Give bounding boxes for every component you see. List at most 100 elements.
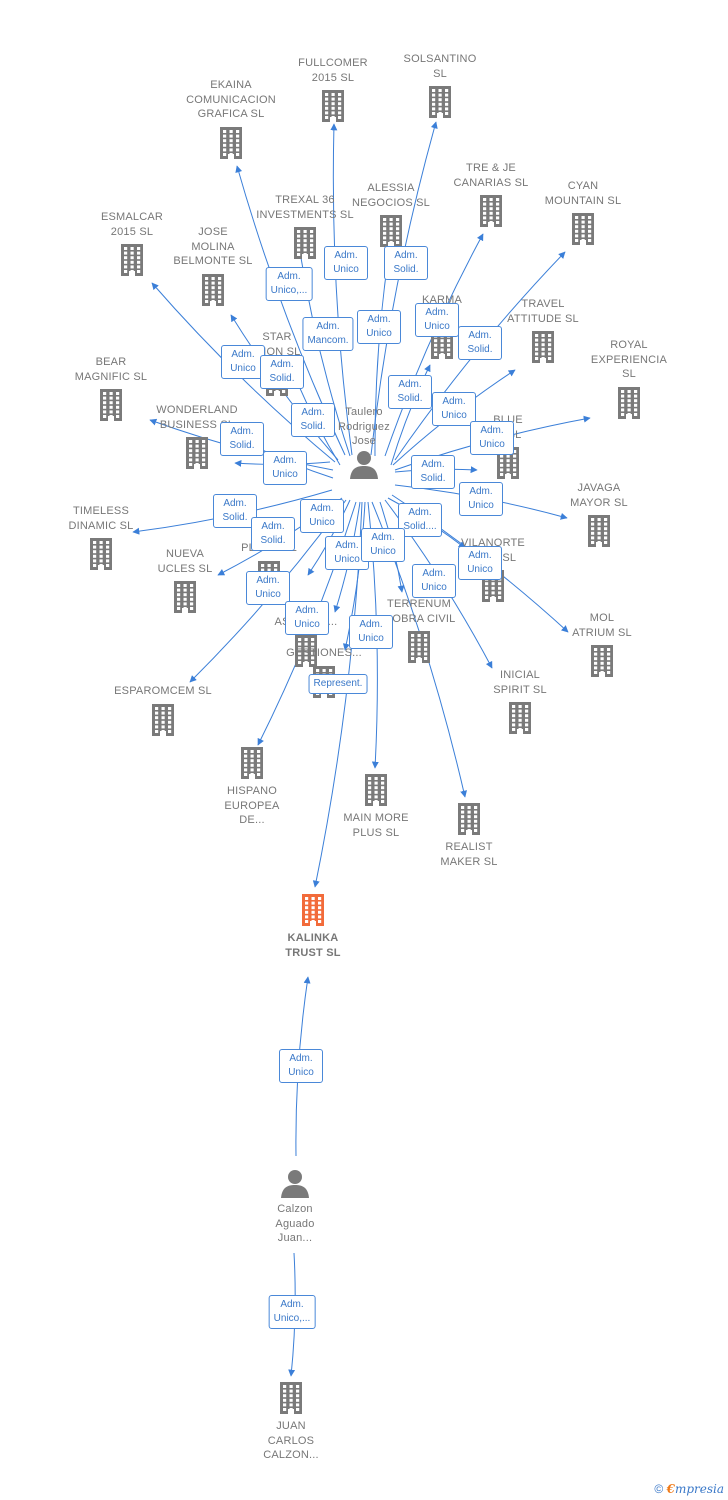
company-node-kalinka[interactable]: KALINKA TRUST SL (253, 893, 373, 960)
building-icon (380, 85, 500, 119)
building-icon (331, 214, 451, 248)
building-icon (125, 580, 245, 614)
copyright-icon: © (654, 1482, 664, 1496)
role-badge[interactable]: Adm. Solid. (260, 355, 304, 389)
role-badge[interactable]: Adm. Unico (415, 303, 459, 337)
role-badge[interactable]: Adm. Unico,... (268, 1295, 316, 1329)
building-icon (153, 273, 273, 307)
person-node-taulero[interactable]: Taulero Rodriguez Jose (304, 405, 424, 479)
company-node-inicial[interactable]: INICIAL SPIRIT SL (460, 668, 580, 735)
company-node-ekaina[interactable]: EKAINA COMUNICACION GRAFICA SL (171, 78, 291, 160)
role-badge[interactable]: Adm. Unico (357, 310, 401, 344)
company-node-nueva[interactable]: NUEVA UCLES SL (125, 547, 245, 614)
role-badge[interactable]: Adm. Unico (300, 499, 344, 533)
node-label: JOSE MOLINA BELMONTE SL (173, 226, 253, 267)
role-badge[interactable]: Adm. Unico (263, 451, 307, 485)
building-icon (253, 893, 373, 927)
role-badge[interactable]: Adm. Unico (324, 246, 368, 280)
role-badge[interactable]: Adm. Solid. (384, 246, 428, 280)
node-label: INICIAL SPIRIT SL (493, 669, 547, 696)
node-label: HISPANO EUROPEA DE... (224, 785, 280, 826)
company-node-bear[interactable]: BEAR MAGNIFIC SL (51, 355, 171, 422)
role-badge[interactable]: Adm. Unico (349, 615, 393, 649)
building-icon (41, 537, 161, 571)
building-icon (483, 330, 603, 364)
role-badge[interactable]: Adm. Solid. (213, 494, 257, 528)
relationship-edge (330, 123, 353, 456)
person-icon (304, 449, 424, 479)
company-node-royal[interactable]: ROYAL EXPERIENCIA SL (569, 338, 689, 420)
role-badge[interactable]: Adm. Unico (279, 1049, 323, 1083)
node-label: SOLSANTINO SL (403, 53, 477, 80)
role-badge[interactable]: Adm. Solid. (291, 403, 335, 437)
company-node-trexal[interactable]: TREXAL 36 INVESTMENTS SL (245, 193, 365, 260)
building-icon (448, 446, 568, 480)
node-label: REALIST MAKER SL (440, 841, 498, 868)
building-icon (316, 773, 436, 807)
building-icon (542, 644, 662, 678)
role-badge[interactable]: Adm. Unico (459, 482, 503, 516)
person-node-calzon[interactable]: Calzon Aguado Juan... (235, 1168, 355, 1246)
company-node-mainmore[interactable]: MAIN MORE PLUS SL (316, 773, 436, 840)
role-badge[interactable]: Adm. Solid.... (398, 503, 442, 537)
relationship-edge (384, 233, 484, 457)
node-label: NUEVA UCLES SL (157, 548, 213, 575)
company-node-esmalcar[interactable]: ESMALCAR 2015 SL (72, 210, 192, 277)
node-label: FULLCOMER 2015 SL (298, 57, 368, 84)
brand-logo[interactable]: €mpresia (667, 1482, 724, 1496)
company-node-solsantino[interactable]: SOLSANTINO SL (380, 52, 500, 119)
node-label: MOL ATRIUM SL (572, 612, 632, 639)
brand-name: mpresia (674, 1482, 724, 1496)
building-icon (359, 630, 479, 664)
node-label: KALINKA TRUST SL (285, 932, 341, 959)
relationship-edge (370, 121, 438, 456)
role-badge[interactable]: Adm. Solid. (251, 517, 295, 551)
role-badge[interactable]: Adm. Unico (458, 546, 502, 580)
node-label: JUAN CARLOS CALZON... (263, 1420, 319, 1461)
role-badge[interactable]: Adm. Unico,... (265, 267, 313, 301)
company-node-timeless[interactable]: TIMELESS DINAMIC SL (41, 504, 161, 571)
role-badge[interactable]: Adm. Unico (470, 421, 514, 455)
company-node-javaga[interactable]: JAVAGA MAYOR SL (539, 481, 659, 548)
role-badge[interactable]: Adm. Solid. (411, 455, 455, 489)
node-label: ESPAROMCEM SL (114, 685, 212, 697)
company-node-hispano[interactable]: HISPANO EUROPEA DE... (192, 746, 312, 828)
company-node-jose[interactable]: JOSE MOLINA BELMONTE SL (153, 225, 273, 307)
node-label: ROYAL EXPERIENCIA SL (590, 339, 668, 380)
node-label: GESTIONES... (286, 647, 362, 659)
role-badge[interactable]: Adm. Solid. (388, 375, 432, 409)
node-label: EKAINA COMUNICACION GRAFICA SL (186, 79, 276, 120)
company-node-alessia[interactable]: ALESSIA NEGOCIOS SL (331, 181, 451, 248)
role-badge[interactable]: Represent. (308, 674, 368, 694)
node-label: Taulero Rodriguez Jose (338, 406, 390, 447)
company-node-esparomcem[interactable]: ESPAROMCEM SL (103, 684, 223, 737)
role-badge[interactable]: Adm. Unico (432, 392, 476, 426)
role-badge[interactable]: Adm. Solid. (220, 422, 264, 456)
company-node-terrenum[interactable]: TERRENUM ...OBRA CIVIL (359, 597, 479, 664)
company-node-realist[interactable]: REALIST MAKER SL (409, 802, 529, 869)
node-label: TRE & JE CANARIAS SL (453, 162, 529, 189)
role-badge[interactable]: Adm. Solid. (458, 326, 502, 360)
company-node-travel[interactable]: TRAVEL ATTITUDE SL (483, 297, 603, 364)
node-label: TRAVEL ATTITUDE SL (507, 298, 579, 325)
company-node-mol[interactable]: MOL ATRIUM SL (542, 611, 662, 678)
role-badge[interactable]: Adm. Unico (221, 345, 265, 379)
company-node-treje[interactable]: TRE & JE CANARIAS SL (431, 161, 551, 228)
role-badge[interactable]: Adm. Unico (246, 571, 290, 605)
building-icon (51, 388, 171, 422)
building-icon (171, 126, 291, 160)
company-node-juancarlos[interactable]: JUAN CARLOS CALZON... (231, 1381, 351, 1463)
role-badge[interactable]: Adm. Unico (361, 528, 405, 562)
company-node-cyan[interactable]: CYAN MOUNTAIN SL (523, 179, 643, 246)
role-badge[interactable]: Adm. Unico (285, 601, 329, 635)
node-label: MAIN MORE PLUS SL (343, 812, 409, 839)
building-icon (523, 212, 643, 246)
role-badge[interactable]: Adm. Mancom. (302, 317, 354, 351)
building-icon (569, 386, 689, 420)
role-badge[interactable]: Adm. Unico (412, 564, 456, 598)
company-node-fullcomer[interactable]: FULLCOMER 2015 SL (273, 56, 393, 123)
node-label: JAVAGA MAYOR SL (570, 482, 628, 509)
node-label: TIMELESS DINAMIC SL (68, 505, 134, 532)
node-label: BEAR MAGNIFIC SL (74, 356, 148, 383)
building-icon (273, 89, 393, 123)
